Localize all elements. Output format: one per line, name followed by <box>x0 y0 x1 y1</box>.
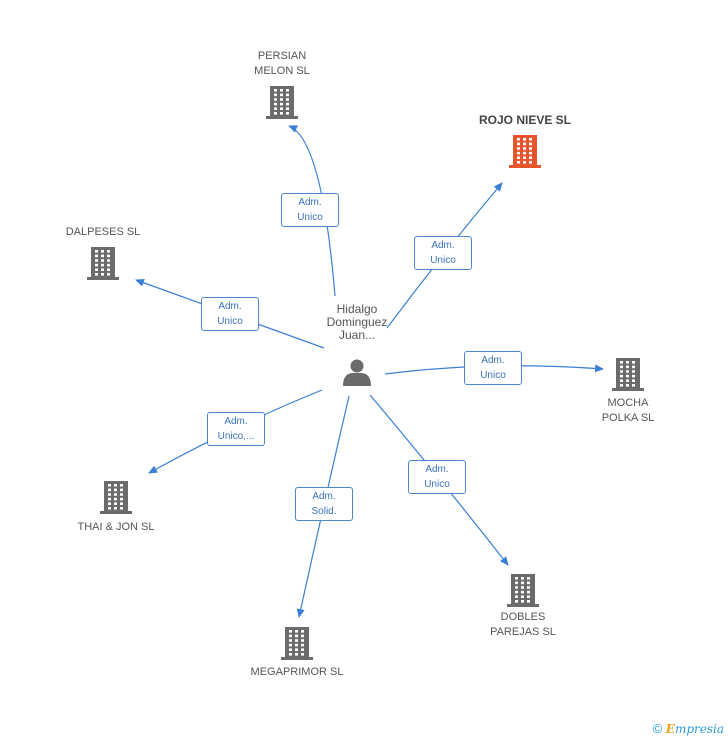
edge-persian <box>288 125 336 297</box>
building-icon[interactable] <box>100 481 132 514</box>
copyright-icon: © <box>652 721 663 736</box>
company-name-mocha[interactable]: MOCHA POLKA SL <box>601 397 655 424</box>
role-badge-rojo[interactable]: Adm. Unico <box>414 236 472 270</box>
building-icon[interactable] <box>612 358 644 391</box>
role-badge-dalpeses[interactable]: Adm. Unico <box>201 297 259 331</box>
building-icon[interactable] <box>87 247 119 280</box>
copyright-notice: © Empresia <box>653 721 724 736</box>
company-name-thai[interactable]: THAI & JON SL <box>77 521 155 533</box>
company-name-dobles[interactable]: DOBLES PAREJAS SL <box>490 611 556 638</box>
role-badge-thai[interactable]: Adm. Unico,... <box>207 412 265 446</box>
role-badge-megaprimor[interactable]: Adm. Solid. <box>295 487 353 521</box>
building-icon[interactable] <box>281 627 313 660</box>
person-name[interactable]: Hidalgo Dominguez Juan... <box>326 302 388 342</box>
empresia-logo[interactable]: Empresia <box>665 722 724 736</box>
role-badge-dobles[interactable]: Adm. Unico <box>408 460 466 494</box>
role-badge-mocha[interactable]: Adm. Unico <box>464 351 522 385</box>
company-name-megaprimor[interactable]: MEGAPRIMOR SL <box>250 666 344 678</box>
company-name-dalpeses[interactable]: DALPESES SL <box>65 226 141 238</box>
company-name-persian[interactable]: PERSIAN MELON SL <box>254 50 310 77</box>
building-icon[interactable] <box>266 86 298 119</box>
person-icon[interactable] <box>343 359 371 387</box>
building-icon[interactable] <box>507 574 539 607</box>
building-icon[interactable] <box>509 135 541 168</box>
company-name-rojo[interactable]: ROJO NIEVE SL <box>478 113 572 127</box>
role-badge-persian[interactable]: Adm. Unico <box>281 193 339 227</box>
